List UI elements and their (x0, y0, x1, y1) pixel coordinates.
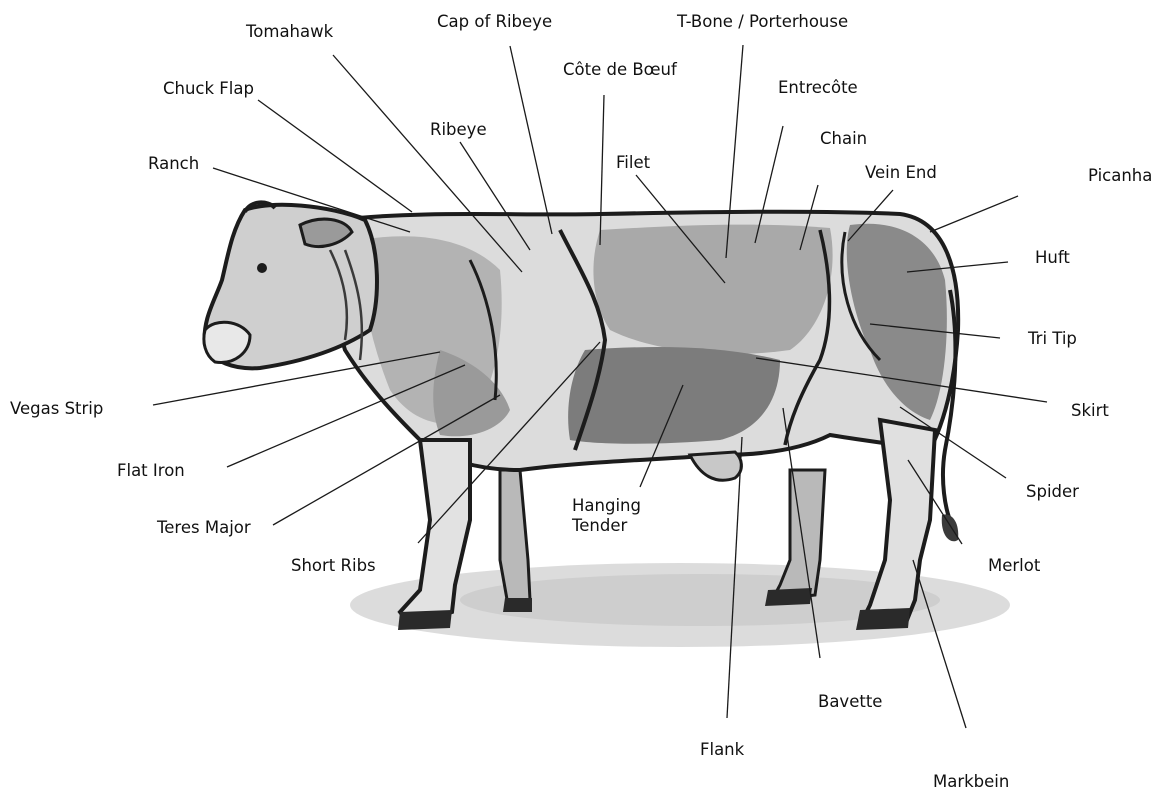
label-flat-iron: Flat Iron (117, 461, 185, 481)
udder (690, 452, 741, 480)
label-vegas-strip: Vegas Strip (10, 399, 103, 419)
tail-tuft (942, 514, 959, 541)
label-filet: Filet (616, 153, 650, 173)
leader-line-chuck-flap (258, 100, 412, 212)
label-bavette: Bavette (818, 692, 882, 712)
label-skirt: Skirt (1071, 401, 1109, 421)
label-cap-of-ribeye: Cap of Ribeye (437, 12, 552, 32)
hind-hoof (856, 608, 910, 630)
label-picanha: Picanha (1088, 166, 1152, 186)
label-ribeye: Ribeye (430, 120, 487, 140)
label-cote-de-boeuf: Côte de Bœuf (563, 60, 677, 80)
far-front-hoof (503, 598, 532, 612)
label-vein-end: Vein End (865, 163, 937, 183)
label-tri-tip: Tri Tip (1028, 329, 1077, 349)
far-front-leg (500, 470, 530, 605)
label-markbein: Markbein (933, 772, 1009, 792)
front-hoof (398, 610, 452, 630)
label-spider: Spider (1026, 482, 1079, 502)
label-ranch: Ranch (148, 154, 199, 174)
label-chuck-flap: Chuck Flap (163, 79, 254, 99)
shade-midsection (593, 225, 832, 354)
label-hanging-tender: Hanging Tender (572, 496, 641, 536)
label-t-bone-porterhouse: T-Bone / Porterhouse (677, 12, 848, 32)
label-entrecote: Entrecôte (778, 78, 858, 98)
leader-line-cap-of-ribeye (510, 46, 552, 234)
cow-eye (257, 263, 267, 273)
label-merlot: Merlot (988, 556, 1040, 576)
label-short-ribs: Short Ribs (291, 556, 376, 576)
label-teres-major: Teres Major (157, 518, 251, 538)
label-tomahawk: Tomahawk (246, 22, 333, 42)
leader-line-picanha (930, 196, 1018, 232)
label-flank: Flank (700, 740, 744, 760)
far-hind-hoof (765, 588, 812, 606)
label-huft: Huft (1035, 248, 1070, 268)
label-chain: Chain (820, 129, 867, 149)
